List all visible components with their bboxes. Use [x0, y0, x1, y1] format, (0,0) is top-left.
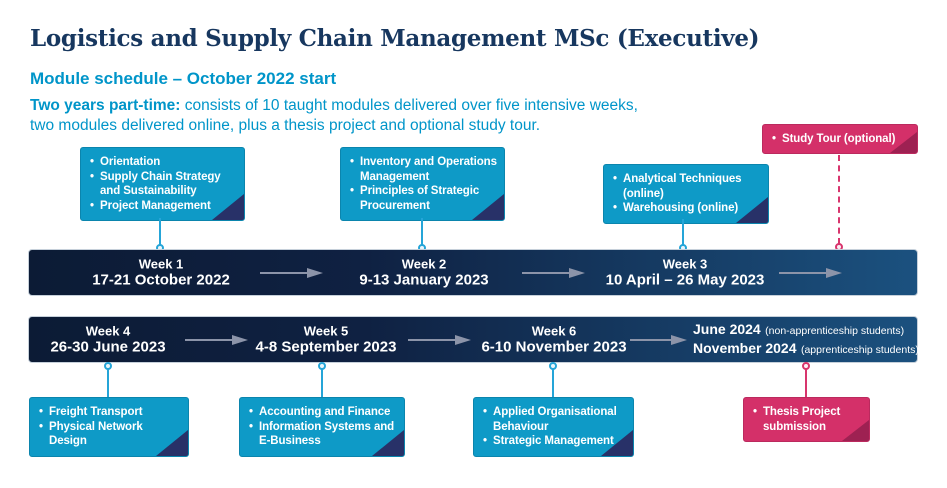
module-box-week3: Analytical Techniques (online) Warehousi…	[603, 164, 769, 224]
completion-date-bold: June 2024	[693, 320, 761, 337]
corner-triangle-icon	[372, 429, 404, 456]
connector-dot	[549, 362, 557, 370]
module-item: Thesis Project submission	[752, 405, 863, 434]
study-tour-box: Study Tour (optional)	[762, 124, 918, 154]
module-box-week2: Inventory and Operations Management Prin…	[340, 147, 505, 221]
page-title: Logistics and Supply Chain Management MS…	[30, 25, 760, 53]
module-list: Freight Transport Physical Network Desig…	[38, 405, 182, 449]
timeline-week3: Week 3 10 April – 26 May 2023	[606, 256, 765, 289]
connector-line	[159, 218, 161, 246]
module-item: Inventory and Operations Management	[349, 155, 498, 184]
corner-triangle-icon	[890, 132, 917, 153]
timeline-week1: Week 1 17-21 October 2022	[92, 256, 230, 289]
connector-dot	[104, 362, 112, 370]
connector-line-thesis	[805, 367, 807, 397]
intro-line1: consists of 10 taught modules delivered …	[184, 96, 638, 114]
week-label: Week 3	[662, 256, 708, 271]
week-dates: 26-30 June 2023	[50, 338, 166, 355]
corner-triangle-icon	[156, 429, 188, 456]
corner-triangle-icon	[472, 194, 504, 220]
intro-text: Two years part-time: consists of 10 taug…	[30, 96, 638, 136]
module-box-week6: Applied Organisational Behaviour Strateg…	[473, 397, 634, 457]
week-label: Week 2	[401, 256, 447, 271]
module-list: Inventory and Operations Management Prin…	[349, 155, 498, 213]
arrow-icon	[522, 267, 585, 278]
timeline-week4: Week 4 26-30 June 2023	[50, 323, 165, 356]
module-item: Information Systems and E-Business	[248, 420, 398, 449]
week-dates: 6-10 November 2023	[481, 338, 627, 355]
module-list: Applied Organisational Behaviour Strateg…	[482, 405, 627, 449]
connector-line-study-tour	[838, 155, 840, 244]
module-list: Analytical Techniques (online) Warehousi…	[612, 172, 762, 216]
week-dates: 17-21 October 2022	[92, 271, 230, 288]
corner-triangle-icon	[212, 194, 244, 220]
module-list: Accounting and Finance Information Syste…	[248, 405, 398, 449]
schedule-subtitle: Module schedule – October 2022 start	[30, 69, 337, 89]
connector-line	[682, 219, 684, 246]
completion-line2: November 2024 (apprenticeship students)	[693, 340, 919, 359]
module-item: Project Management	[89, 199, 238, 214]
arrow-icon	[779, 267, 842, 278]
module-item: Physical Network Design	[38, 420, 182, 449]
intro-line2: two modules delivered online, plus a the…	[30, 116, 541, 134]
connector-line	[552, 367, 554, 397]
completion-note: (non-apprenticeship students)	[765, 324, 905, 337]
module-item: Freight Transport	[38, 405, 182, 420]
module-box-week1: Orientation Supply Chain Strategy and Su…	[80, 147, 245, 221]
module-item: Principles of Strategic Procurement	[349, 184, 498, 213]
week-dates: 4-8 September 2023	[255, 338, 397, 355]
corner-triangle-icon	[736, 196, 768, 223]
week-label: Week 4	[85, 323, 131, 338]
week-label: Week 1	[138, 256, 184, 271]
corner-triangle-icon	[842, 420, 869, 441]
module-item: Orientation	[89, 155, 238, 170]
completion-date-bold: November 2024	[693, 339, 797, 356]
corner-triangle-icon	[601, 429, 633, 456]
week-label: Week 5	[303, 323, 349, 338]
module-item: Supply Chain Strategy and Sustainability	[89, 170, 238, 199]
intro-lead: Two years part-time:	[30, 96, 181, 114]
connector-dot	[318, 362, 326, 370]
week-dates: 10 April – 26 May 2023	[605, 271, 765, 288]
timeline-week2: Week 2 9-13 January 2023	[359, 256, 488, 289]
arrow-icon	[408, 334, 471, 345]
connector-line	[321, 367, 323, 397]
module-item: Study Tour (optional)	[771, 132, 911, 147]
week-dates: 9-13 January 2023	[359, 271, 489, 288]
connector-dot	[802, 362, 810, 370]
timeline-bar-year1: Week 1 17-21 October 2022 Week 2 9-13 Ja…	[28, 249, 918, 296]
timeline-bar-year2: Week 4 26-30 June 2023 Week 5 4-8 Septem…	[28, 316, 919, 363]
module-box-week4: Freight Transport Physical Network Desig…	[29, 397, 189, 457]
connector-line	[107, 367, 109, 397]
connector-line	[421, 218, 423, 246]
timeline-week5: Week 5 4-8 September 2023	[256, 323, 397, 356]
module-item: Analytical Techniques (online)	[612, 172, 762, 201]
module-list: Orientation Supply Chain Strategy and Su…	[89, 155, 238, 213]
arrow-icon	[185, 334, 248, 345]
module-item: Warehousing (online)	[612, 201, 762, 216]
completion-line1: June 2024 (non-apprenticeship students)	[693, 321, 919, 340]
timeline-week6: Week 6 6-10 November 2023	[481, 323, 626, 356]
module-box-week5: Accounting and Finance Information Syste…	[239, 397, 405, 457]
week-label: Week 6	[531, 323, 577, 338]
module-list: Thesis Project submission	[752, 405, 863, 434]
completion-dates: June 2024 (non-apprenticeship students) …	[693, 321, 919, 359]
module-item: Applied Organisational Behaviour	[482, 405, 627, 434]
study-tour-list: Study Tour (optional)	[771, 132, 911, 147]
arrow-icon	[630, 334, 687, 345]
completion-note: (apprenticeship students)	[800, 343, 919, 356]
module-item: Accounting and Finance	[248, 405, 398, 420]
arrow-icon	[260, 267, 323, 278]
thesis-box: Thesis Project submission	[743, 397, 870, 442]
module-item: Strategic Management	[482, 434, 627, 449]
